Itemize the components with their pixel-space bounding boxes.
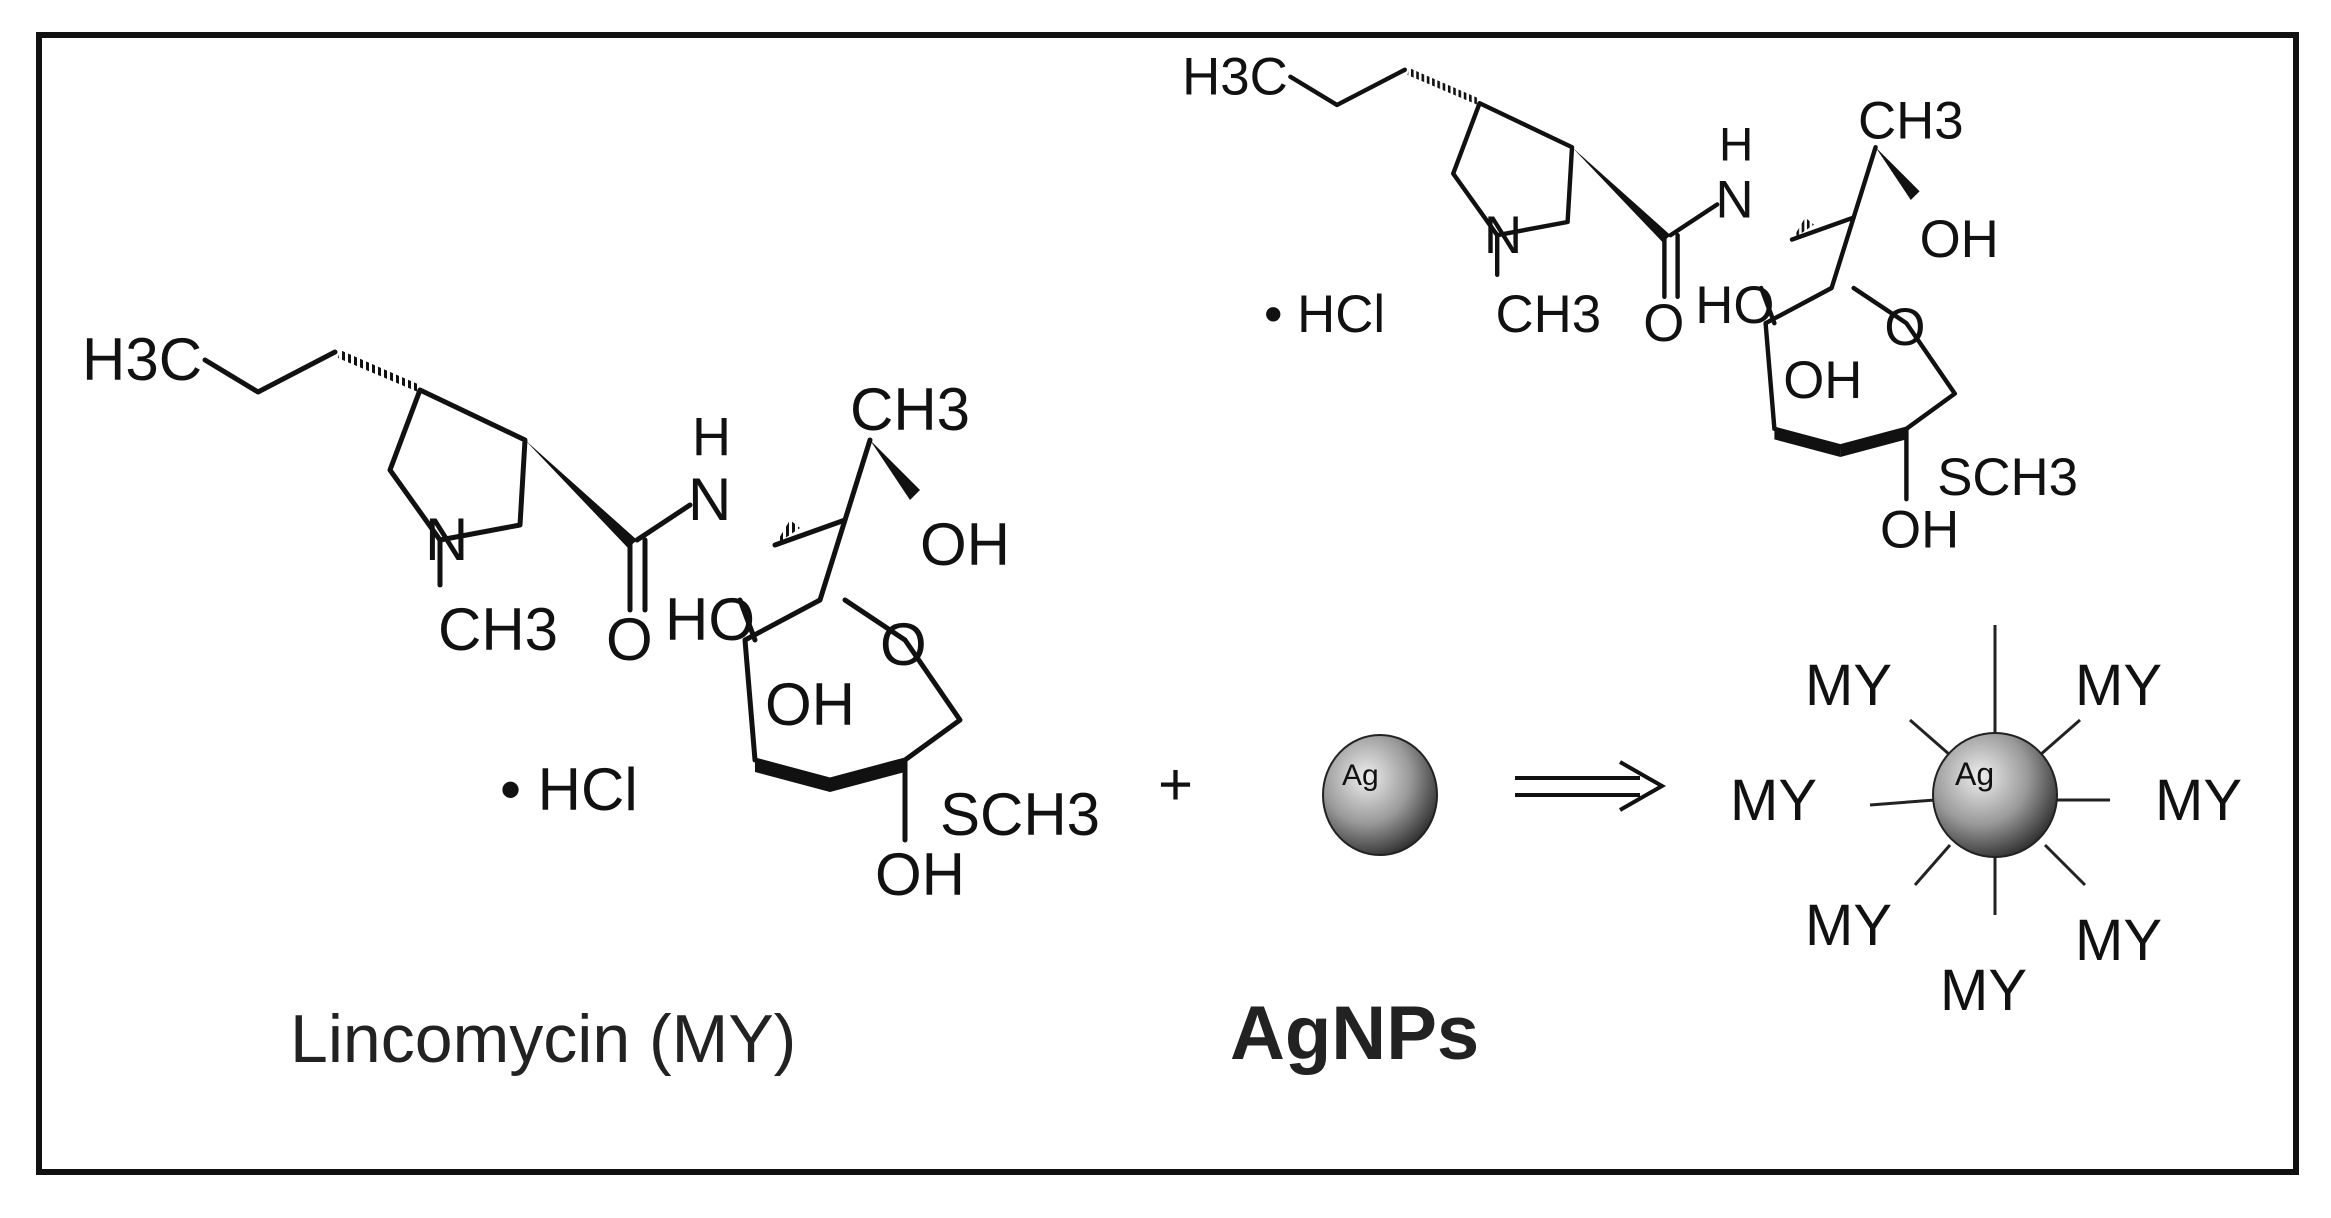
- ring-o-label: O: [1884, 298, 1925, 357]
- plus-sign: +: [1158, 751, 1193, 818]
- silver-nanoparticle: Ag: [1322, 734, 1438, 856]
- hashed-bond-nh: [775, 520, 800, 545]
- reaction-arrow: [1515, 760, 1667, 812]
- lincomycin-structure-large: H3C N CH3 O H N CH3 OH HO O OH SCH3 OH •…: [82, 326, 1100, 908]
- bottom-oh-label: OH: [875, 841, 965, 908]
- ring-bold-edge2: [830, 760, 905, 792]
- agnps-caption: AgNPs: [1230, 991, 1480, 1076]
- n-label: N: [1484, 206, 1522, 265]
- carbonyl-o-label: O: [1643, 294, 1684, 353]
- sch3-label: SCH3: [940, 781, 1100, 848]
- my-label-top-left: MY: [1805, 653, 1892, 718]
- n-label: N: [425, 506, 468, 573]
- ring-bold-edge: [755, 760, 830, 792]
- my-label-bottom-left: MY: [1805, 893, 1892, 958]
- amide-n-label: N: [1715, 171, 1753, 230]
- ho-ring-label: HO: [1695, 276, 1774, 335]
- functionalized-nanoparticle: Ag MY MY MY MY MY MY MY: [1730, 625, 2242, 1023]
- my-label-left: MY: [1730, 768, 1817, 833]
- ho-ring-label: HO: [665, 586, 755, 653]
- sch3-label: SCH3: [1937, 448, 2078, 507]
- oh-side-label: OH: [920, 511, 1010, 578]
- figure-frame: [36, 32, 2299, 1175]
- ch3-top-label: CH3: [850, 376, 970, 443]
- bottom-oh-label: OH: [1880, 501, 1959, 560]
- ring-oh-label: OH: [765, 671, 855, 738]
- ring-oh-label: OH: [1783, 351, 1862, 410]
- ch3-top-label: CH3: [1858, 91, 1964, 150]
- my-label-bottom: MY: [1940, 958, 2027, 1023]
- amide-h-label: H: [1719, 118, 1753, 171]
- carbonyl-o-label: O: [606, 606, 653, 673]
- n-methyl-label: CH3: [1495, 285, 1601, 344]
- amide-h-label: H: [692, 407, 731, 467]
- my-label-bottom-right: MY: [2075, 908, 2162, 973]
- wedge-bond-oh: [870, 440, 920, 500]
- h3c-label: H3C: [82, 326, 202, 393]
- lincomycin-caption: Lincomycin (MY): [290, 1001, 797, 1077]
- oh-side-label: OH: [1920, 210, 1999, 269]
- ag-core-label: Ag: [1955, 756, 1994, 792]
- hashed-bond: [338, 350, 420, 392]
- hcl-label: • HCl: [1264, 285, 1385, 344]
- h3c-label: H3C: [1182, 47, 1288, 106]
- ag-label: Ag: [1342, 759, 1379, 792]
- amide-n-label: N: [688, 466, 731, 533]
- lincomycin-structure-small: H3C N CH3 O H N CH3 OH HO O OH SCH3 OH •…: [1182, 47, 2078, 559]
- my-label-right: MY: [2155, 768, 2242, 833]
- ring-o-label: O: [880, 611, 927, 678]
- my-label-top-right: MY: [2075, 653, 2162, 718]
- hcl-label: • HCl: [500, 756, 638, 823]
- ligand-spokes: [1869, 625, 2110, 915]
- n-methyl-label: CH3: [438, 596, 558, 663]
- wedge-bond: [525, 440, 637, 548]
